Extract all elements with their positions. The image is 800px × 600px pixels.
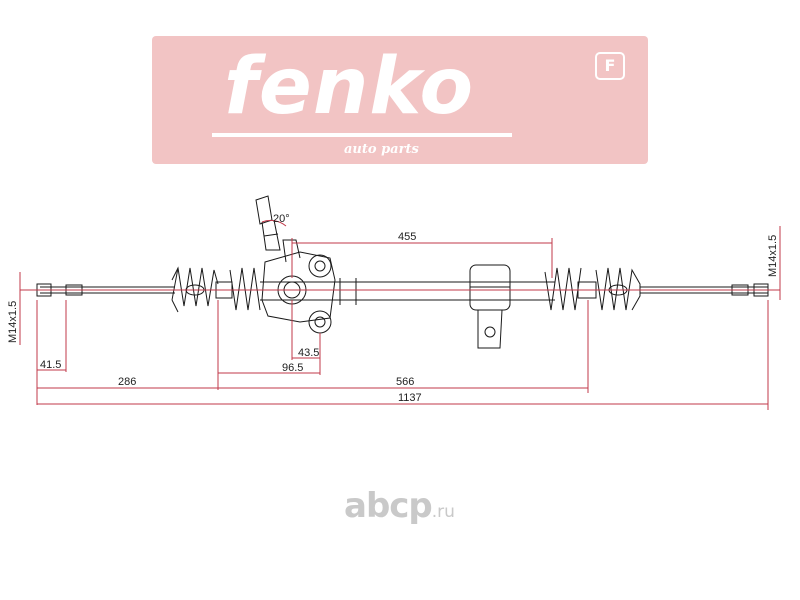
logo-underline — [212, 133, 512, 137]
label-286: 286 — [118, 376, 136, 388]
label-43-5: 43.5 — [298, 347, 319, 359]
logo-wordmark: fenko — [224, 42, 475, 132]
mounting-bracket — [469, 264, 511, 349]
right-boot — [544, 267, 641, 311]
angle-arc — [261, 219, 287, 227]
label-angle: 20° — [273, 213, 290, 225]
dimension-lines — [19, 219, 781, 410]
logo-badge-icon: F — [595, 52, 625, 80]
watermark-text: abcp.ru — [344, 486, 455, 526]
gear-housing — [261, 239, 336, 334]
label-1137: 1137 — [398, 392, 422, 404]
label-455: 455 — [398, 231, 416, 243]
label-96-5: 96.5 — [282, 362, 303, 374]
label-41-5: 41.5 — [40, 359, 61, 371]
label-thread-left: M14x1.5 — [7, 301, 19, 343]
brand-logo: fenko auto parts F — [152, 36, 648, 164]
abcp-watermark: abcp.ru — [344, 486, 494, 526]
label-566: 566 — [396, 376, 414, 388]
watermark-suffix: .ru — [431, 502, 455, 522]
label-thread-right: M14x1.5 — [767, 235, 779, 277]
logo-tagline: auto parts — [344, 142, 419, 157]
rack-outline — [36, 195, 769, 349]
watermark-name: abcp — [344, 486, 433, 526]
